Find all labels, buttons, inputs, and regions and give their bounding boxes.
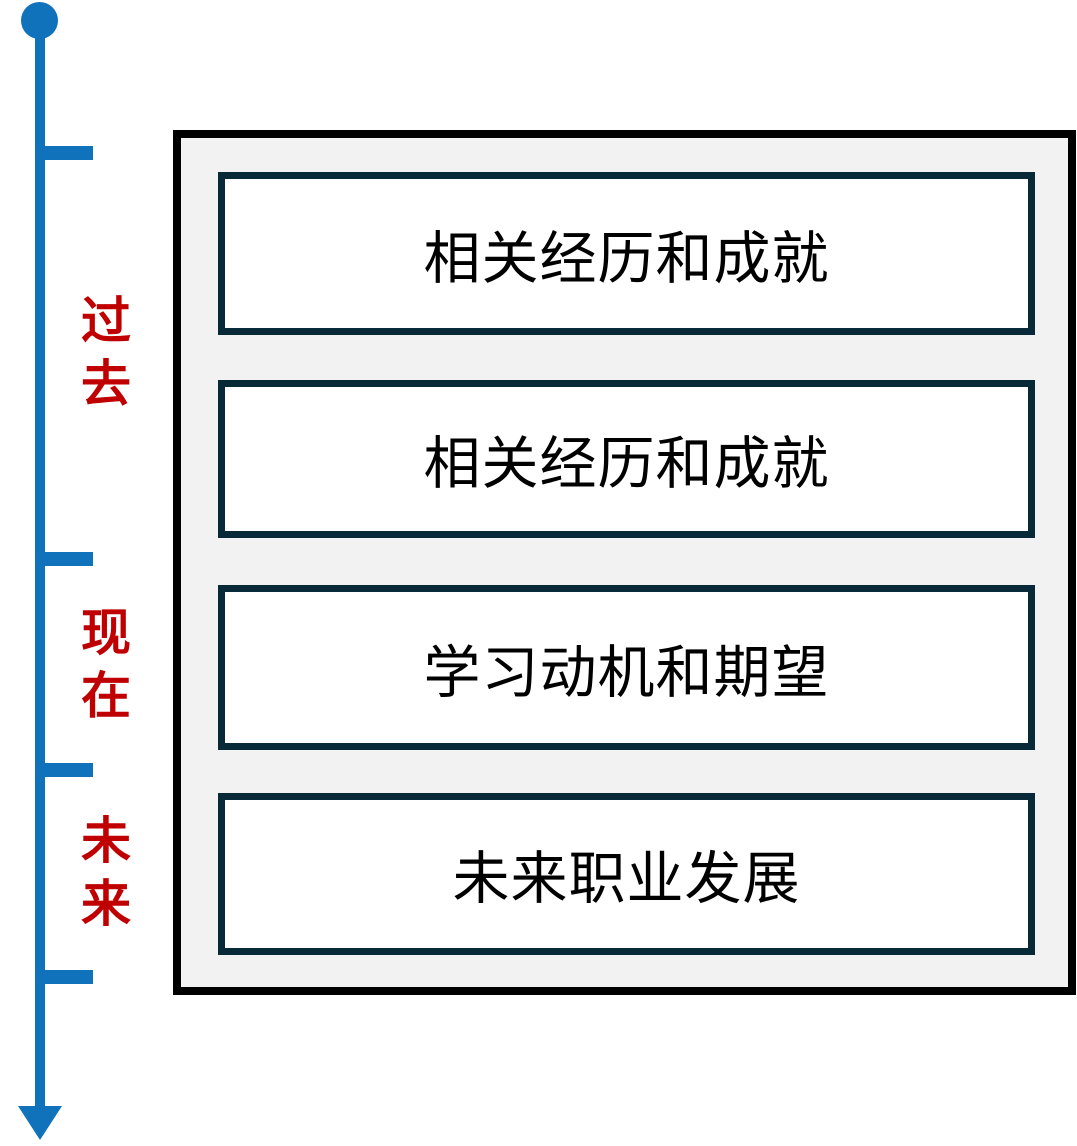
timeline-tick-1	[35, 146, 93, 160]
stage-box-motivation: 学习动机和期望	[218, 585, 1035, 750]
timeline-tick-3	[35, 763, 93, 777]
timeline-tick-2	[35, 552, 93, 566]
timeline-label-present: 现在	[81, 605, 131, 724]
timeline-label-past: 过去	[81, 293, 131, 412]
stage-box-label: 学习动机和期望	[423, 640, 830, 705]
stage-box-label: 未来职业发展	[452, 847, 801, 911]
timeline-label-future: 未来	[81, 813, 131, 932]
stage-box-label: 相关经历和成就	[423, 432, 830, 496]
stage-box-experience-2: 相关经历和成就	[218, 380, 1035, 538]
stage-box-label: 相关经历和成就	[423, 226, 830, 291]
timeline-tick-4	[35, 970, 93, 984]
stage-box-experience-1: 相关经历和成就	[218, 172, 1035, 335]
arrow-down-icon	[18, 1106, 62, 1140]
stage-box-future-career: 未来职业发展	[218, 793, 1035, 955]
